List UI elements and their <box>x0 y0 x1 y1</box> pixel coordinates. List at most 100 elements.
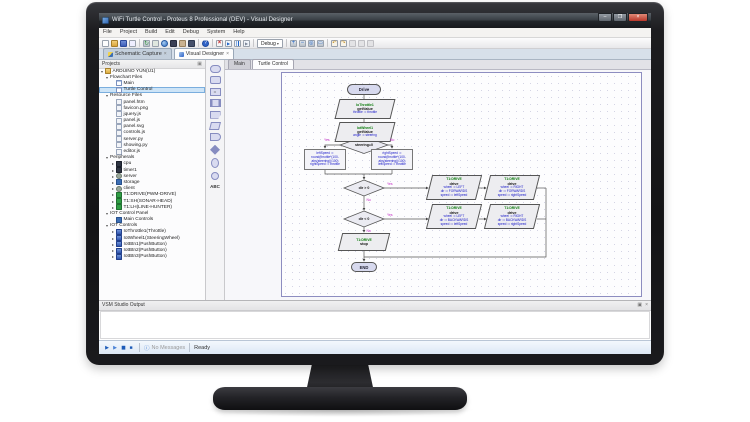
minimize-button[interactable]: – <box>598 13 612 22</box>
palette-shape-tool[interactable] <box>209 99 221 108</box>
toolbar-icon[interactable] <box>298 39 306 47</box>
tree-item[interactable]: ▸ IotWheel1(SteeringWheel) <box>99 235 205 242</box>
toolbar-icon[interactable] <box>216 39 223 47</box>
toolbar-icon[interactable] <box>179 39 186 47</box>
tree-item[interactable]: panel.js <box>99 117 205 124</box>
palette-shape-tool[interactable] <box>209 110 221 119</box>
window-titlebar[interactable]: WiFi Turtle Control - Proteus 8 Professi… <box>99 13 651 28</box>
flow-assign-right-node[interactable]: rightSpeed := round(throttle*(100- abs(s… <box>371 149 413 170</box>
palette-shape-tool[interactable] <box>210 144 220 155</box>
palette-shape-tool[interactable] <box>209 76 221 85</box>
toolbar-icon[interactable] <box>161 39 168 47</box>
tree-item[interactable]: ▸ storage <box>99 179 205 186</box>
toolbar-icon[interactable] <box>170 39 177 47</box>
toolbar-icon[interactable] <box>139 39 140 47</box>
tree-expander-icon[interactable]: ▾ <box>106 93 109 99</box>
flow-stop-node[interactable]: T1:DRIVE stop <box>337 233 391 251</box>
toolbar-icon[interactable] <box>234 39 241 47</box>
menu-item[interactable]: System <box>206 29 226 35</box>
tree-expander-icon[interactable]: ▸ <box>112 173 115 179</box>
simulation-control-icon[interactable] <box>111 345 119 351</box>
editor-canvas[interactable]: Drive IoThrottle1 getValue throttle := t… <box>225 70 651 300</box>
tree-item[interactable]: showing.py <box>99 142 205 149</box>
toolbar-icon[interactable] <box>253 39 254 47</box>
flow-drive-backward-left-node[interactable]: T1:DRIVE drive wheel := LEFT dir := BACK… <box>425 204 483 229</box>
toolbar-icon[interactable] <box>366 39 374 47</box>
simulation-control-icon[interactable] <box>119 345 127 351</box>
tree-item[interactable]: ▸ IotBtn3(PushButton) <box>99 253 205 260</box>
tree-expander-icon[interactable]: ▸ <box>112 235 115 241</box>
flowchart-sheet[interactable]: Drive IoThrottle1 getValue throttle := t… <box>281 72 642 297</box>
tree-item[interactable]: panel.htm <box>99 99 205 106</box>
tab-close-icon[interactable]: × <box>226 51 230 57</box>
toolbar-icon[interactable] <box>285 39 287 47</box>
flow-assign-left-node[interactable]: leftSpeed := round(throttle*(100- abs(st… <box>304 149 346 170</box>
tree-item[interactable]: ▸ IotBtn1(PushButton) <box>99 241 205 248</box>
toolbar-icon[interactable] <box>289 39 297 47</box>
tree-item[interactable]: ▸ IotBtn2(PushButton) <box>99 247 205 254</box>
tree-item[interactable]: Turtle Control <box>99 86 205 93</box>
toolbar-icon[interactable] <box>188 39 195 47</box>
tree-expander-icon[interactable]: ▸ <box>112 179 115 185</box>
simulation-control-icon[interactable] <box>127 345 135 351</box>
tree-item[interactable]: Main <box>99 80 205 87</box>
toolbar-icon[interactable] <box>316 39 324 47</box>
tree-expander-icon[interactable]: ▾ <box>106 155 109 161</box>
flow-io-wheel-node[interactable]: IotWheel1 getValue angle := steering <box>334 122 396 142</box>
palette-shape-tool[interactable] <box>209 121 221 130</box>
tree-item[interactable]: ▸ T1:SH(SONAR-HEAD) <box>99 198 205 205</box>
tree-expander-icon[interactable]: ▸ <box>112 204 115 210</box>
tree-item[interactable]: Main Controls <box>99 216 205 223</box>
pin-icon[interactable]: ▣ <box>197 61 202 67</box>
tree-item[interactable]: ▾ Resource Files <box>99 93 205 99</box>
tree-item[interactable]: ▾ IOT Control Panel <box>99 210 205 216</box>
toolbar-icon[interactable] <box>326 39 328 47</box>
close-icon[interactable]: × <box>645 302 648 308</box>
tree-item[interactable]: ▾ Flowchart Files <box>99 74 205 80</box>
flow-drive-backward-right-node[interactable]: T1:DRIVE drive wheel := RIGHT dir := BAC… <box>483 204 541 229</box>
tree-item[interactable]: ▾ ARDUINO YUN(U1) <box>99 68 205 75</box>
toolbar-icon[interactable] <box>225 39 232 47</box>
document-tab[interactable]: Schematic Capture × <box>103 48 172 59</box>
flow-end-node[interactable]: END <box>351 262 377 272</box>
editor-tab[interactable]: Turtle Control <box>251 59 294 69</box>
tree-item[interactable]: ▸ cpu <box>99 160 205 167</box>
tree-expander-icon[interactable]: ▾ <box>106 210 109 216</box>
palette-shape-tool[interactable] <box>211 171 219 180</box>
menu-item[interactable]: Build <box>145 29 158 35</box>
toolbar-icon[interactable] <box>111 39 118 47</box>
tree-expander-icon[interactable]: ▸ <box>112 192 115 198</box>
tree-item[interactable]: ▾ IOT Controls <box>99 223 205 229</box>
tree-expander-icon[interactable]: ▸ <box>112 198 115 204</box>
toolbar-icon[interactable] <box>129 39 136 47</box>
tree-expander-icon[interactable]: ▾ <box>101 68 104 74</box>
tree-expander-icon[interactable]: ▸ <box>112 241 115 247</box>
editor-tab[interactable]: Main <box>228 59 251 69</box>
palette-shape-tool[interactable] <box>209 87 221 96</box>
toolbar-icon[interactable] <box>202 39 209 47</box>
tree-expander-icon[interactable]: ▸ <box>112 167 115 173</box>
menu-item[interactable]: File <box>103 29 112 35</box>
tree-expander-icon[interactable]: ▸ <box>112 254 115 260</box>
toolbar-icon[interactable] <box>198 39 199 47</box>
toolbar-icon[interactable] <box>120 39 127 47</box>
tree-item[interactable]: favicon.png <box>99 105 205 112</box>
tree-item[interactable]: ▸ T1:DRIVE(PWM-DRIVE) <box>99 191 205 198</box>
tree-item[interactable]: controls.js <box>99 129 205 136</box>
flow-io-throttle-node[interactable]: IoThrottle1 getValue throttle := throttl… <box>334 99 396 119</box>
flow-start-node[interactable]: Drive <box>347 84 381 95</box>
tree-item[interactable]: ▸ client <box>99 185 205 192</box>
palette-shape-tool[interactable] <box>211 158 219 169</box>
tree-item[interactable]: jquery.js <box>99 111 205 118</box>
menu-item[interactable]: Edit <box>165 29 175 35</box>
tree-item[interactable]: server.py <box>99 136 205 143</box>
menu-item[interactable]: Help <box>233 29 245 35</box>
tree-expander-icon[interactable]: ▸ <box>112 161 115 167</box>
toolbar-icon[interactable]: Debug <box>257 38 283 48</box>
decision-dir-lt0[interactable] <box>342 210 386 228</box>
toolbar-icon[interactable] <box>102 39 109 47</box>
palette-shape-tool[interactable]: ABC <box>210 183 220 189</box>
flow-drive-forward-right-node[interactable]: T1:DRIVE drive wheel := RIGHT dir := FOR… <box>483 175 541 200</box>
toolbar-icon[interactable] <box>348 39 356 47</box>
simulation-control-icon[interactable] <box>103 345 111 351</box>
